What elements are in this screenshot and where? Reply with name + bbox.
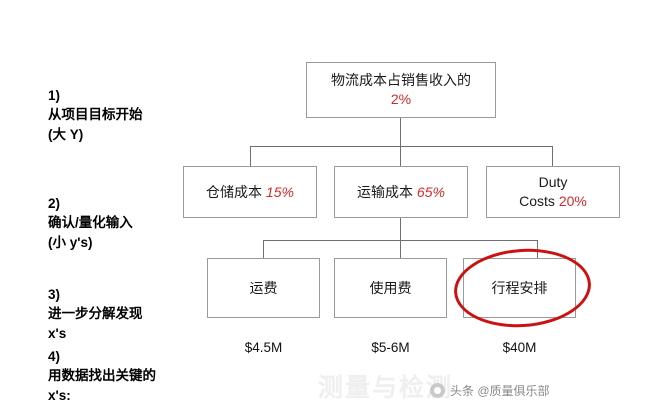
connector-l2-bus	[250, 146, 552, 147]
level2-box-duty-costs[interactable]: Duty Costs 20%	[486, 166, 620, 218]
step-text-1: 从项目目标开始 (大 Y)	[48, 107, 143, 142]
level2-value-1: 15%	[265, 183, 294, 200]
level3-amount-3: $40M	[502, 340, 537, 355]
step-row-label-3: 3) 进一步分解发现 x's	[48, 265, 143, 343]
level3-box-usage-fee[interactable]: 使用费	[334, 258, 447, 318]
step-text-4: 用数据找出关键的 x's:	[48, 368, 156, 403]
level3-amount-2: $5-6M	[371, 340, 410, 355]
step-text-2: 确认/量化输入 (小 y's)	[48, 215, 133, 250]
step-number-4: 4)	[48, 348, 61, 364]
connector-l3-drop-3	[537, 240, 538, 258]
level2-label-2: 运输成本	[357, 183, 414, 200]
level3-label-3: 行程安排	[491, 279, 548, 296]
level2-box-warehousing-cost[interactable]: 仓储成本 15%	[183, 166, 317, 218]
level2-box-transport-cost[interactable]: 运输成本 65%	[334, 166, 468, 218]
step-row-label-4: 4) 用数据找出关键的 x's:	[48, 327, 156, 405]
connector-l3-drop-1	[263, 240, 264, 258]
step-number-2: 2)	[48, 195, 61, 211]
level3-amount-1: $4.5M	[244, 340, 283, 355]
connector-l2-drop-3	[552, 146, 553, 166]
step-row-label-2: 2) 确认/量化输入 (小 y's)	[48, 174, 133, 252]
level2-label-3-line2: Costs	[519, 193, 555, 209]
background-ghost-text: 测量与检测	[318, 374, 454, 402]
connector-l2-drop-1	[250, 146, 251, 166]
level2-value-2: 65%	[416, 183, 445, 200]
watermark-text: 头条 @质量俱乐部	[450, 384, 550, 398]
level3-label-1: 运费	[249, 279, 278, 296]
connector-l2-drop-2	[400, 146, 401, 166]
level3-box-freight[interactable]: 运费	[207, 258, 320, 318]
level3-box-trip-scheduling[interactable]: 行程安排	[463, 258, 576, 318]
step-row-label-1: 1) 从项目目标开始 (大 Y)	[48, 66, 143, 144]
connector-l2-down	[400, 218, 401, 240]
connector-l3-drop-2	[400, 240, 401, 258]
level1-value: 2%	[390, 91, 412, 107]
level2-value-3: 20%	[558, 193, 587, 209]
level1-title: 物流成本占销售收入的	[331, 72, 471, 89]
connector-l1-down	[400, 118, 401, 146]
level2-label-1: 仓储成本	[206, 183, 263, 200]
step-text-3: 进一步分解发现 x's	[48, 306, 143, 341]
level3-label-2: 使用费	[369, 279, 412, 296]
step-number-1: 1)	[48, 87, 61, 103]
level2-label-3-line1: Duty	[538, 174, 568, 191]
step-number-3: 3)	[48, 286, 61, 302]
level1-box-total-logistics-cost[interactable]: 物流成本占销售收入的 2%	[306, 62, 496, 118]
watermark-logo-icon	[430, 383, 445, 398]
watermark: 头条 @质量俱乐部	[430, 382, 550, 399]
